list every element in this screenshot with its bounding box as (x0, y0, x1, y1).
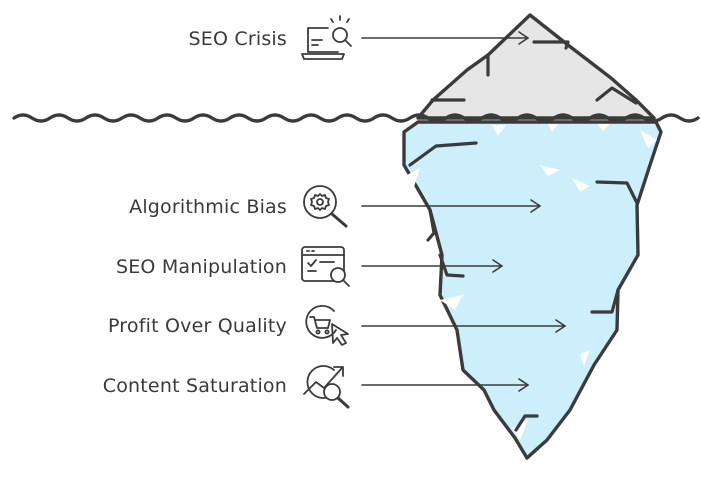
arrow-profit-over-quality (361, 319, 566, 333)
trend-magnifier-icon (303, 365, 350, 409)
connector-arrows (361, 31, 566, 392)
label-seo-manipulation: SEO Manipulation (115, 256, 287, 278)
browser-search-icon (301, 246, 350, 287)
label-seo-crisis: SEO Crisis (188, 28, 287, 50)
iceberg-underwater (402, 120, 663, 460)
arrow-seo-manipulation (361, 259, 503, 273)
water-surface-line (12, 113, 700, 123)
laptop-search-icon (301, 15, 352, 60)
gear-magnifier-icon (303, 185, 348, 228)
cart-cursor-icon (305, 304, 349, 346)
label-content-saturation: Content Saturation (102, 375, 287, 397)
label-algorithmic-bias: Algorithmic Bias (129, 196, 287, 218)
arrow-algorithmic-bias (361, 199, 541, 213)
ice-highlights (407, 124, 657, 440)
iceberg-tip (416, 13, 656, 120)
iceberg-cracks (408, 40, 639, 460)
arrow-seo-crisis (361, 31, 529, 45)
arrow-content-saturation (361, 378, 529, 392)
label-profit-over-quality: Profit Over Quality (107, 315, 287, 337)
